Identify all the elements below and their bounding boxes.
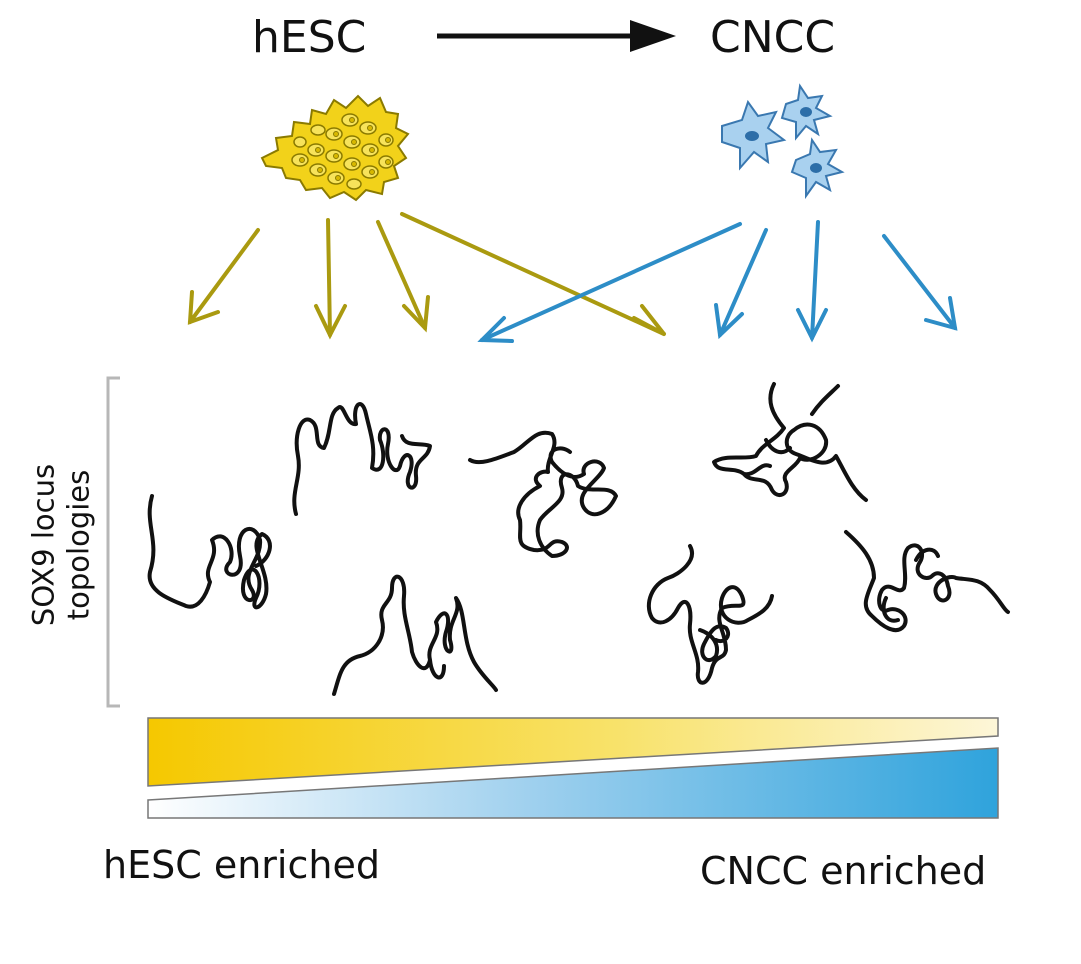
target-cell-label: CNCC xyxy=(710,12,836,63)
topology-cncc-3 xyxy=(844,530,1010,633)
hesc-enriched-label: hESC enriched xyxy=(103,843,380,887)
cncc-cells-icon xyxy=(721,83,845,200)
axis-label-text: SOX9 locus topologies xyxy=(27,464,98,626)
axis-label-line1: SOX9 locus xyxy=(26,463,61,627)
topology-cncc-1 xyxy=(712,382,868,502)
cncc-arrows xyxy=(477,220,958,343)
topology-hesc-2 xyxy=(292,401,432,516)
differentiation-arrow xyxy=(437,20,676,52)
topology-hesc-1 xyxy=(147,494,272,610)
topology-hesc-3 xyxy=(332,574,498,696)
source-cell-label: hESC xyxy=(252,12,367,63)
topology-mid-1 xyxy=(468,430,618,558)
cncc-enrichment-wedge xyxy=(147,747,999,819)
topology-cncc-2 xyxy=(646,544,774,685)
axis-label-line2: topologies xyxy=(62,469,96,621)
topology-bracket xyxy=(106,376,120,708)
hesc-arrows xyxy=(187,212,666,340)
cncc-enriched-label: CNCC enriched xyxy=(700,849,987,893)
hesc-colony-icon xyxy=(260,94,410,202)
hesc-enrichment-wedge xyxy=(147,717,999,787)
